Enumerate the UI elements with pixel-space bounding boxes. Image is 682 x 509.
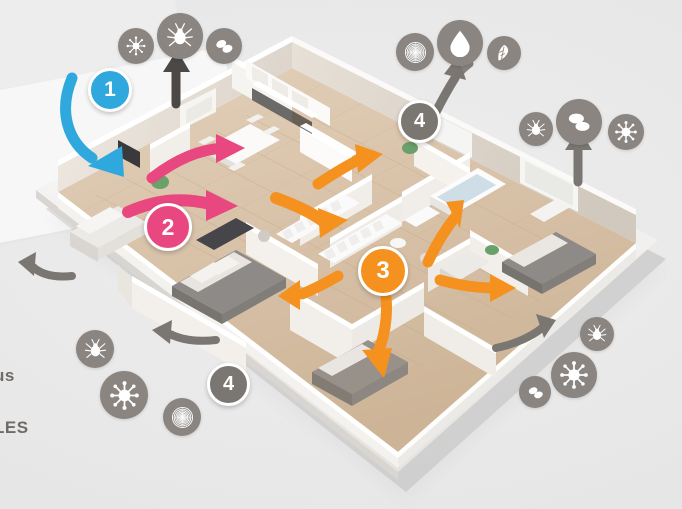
pollen-leaf-icon [487, 36, 521, 70]
step-badge-label: 1 [104, 78, 116, 101]
furniture-kitchen-counter [252, 81, 358, 156]
step-badge-4b[interactable]: 4 [207, 363, 250, 406]
furniture-bed-right [502, 232, 596, 294]
dust-mite-icon [76, 330, 114, 368]
arrow-step-2-lower [122, 190, 238, 221]
pollen-icon [118, 28, 154, 64]
mold-spiral-icon [396, 33, 434, 71]
step-badge-label: 4 [413, 110, 426, 132]
label-moulds: LES [0, 418, 29, 437]
arrow-step-1 [60, 72, 124, 177]
arrow-step-4-right [492, 314, 556, 352]
arrow-step-3-down [362, 292, 392, 378]
arrow-step-2-upper [146, 134, 245, 184]
dust-mite-icon [157, 13, 203, 59]
dust-mite-icon [519, 112, 553, 146]
step-badge-1[interactable]: 1 [88, 68, 132, 112]
mold-spiral-icon [163, 398, 201, 436]
virus-icon [100, 371, 148, 419]
humidity-icon [437, 20, 483, 66]
step-badge-label: 3 [376, 257, 390, 284]
arrow-step-3-kitchen [312, 144, 383, 190]
arrow-step-3-hall [270, 192, 348, 238]
step-badge-2[interactable]: 2 [144, 203, 192, 251]
dust-mite-icon [580, 317, 614, 351]
arrow-corner-top-right [442, 60, 474, 96]
virus-icon [551, 352, 597, 398]
step-badge-3[interactable]: 3 [358, 246, 408, 296]
label-virus: us [0, 366, 15, 385]
arrow-step-3-bath [422, 200, 464, 268]
odor-smoke-icon [556, 99, 602, 145]
arrow-step-3-master [278, 270, 344, 310]
virus-icon [608, 114, 644, 150]
arrow-step-4-left [18, 252, 76, 281]
furniture-bed-master [172, 250, 286, 324]
step-badge-4a[interactable]: 4 [398, 100, 441, 143]
capsule-icon [519, 376, 551, 408]
arrow-step-3-bedroom [434, 274, 516, 302]
arrow-step-4-bottom [152, 320, 220, 345]
step-badge-label: 2 [161, 213, 175, 240]
arrow-exhaust-top-left [163, 50, 190, 109]
airflow-arrows [18, 50, 592, 378]
step-badge-label: 4 [222, 373, 235, 395]
capsule-icon [206, 28, 242, 64]
